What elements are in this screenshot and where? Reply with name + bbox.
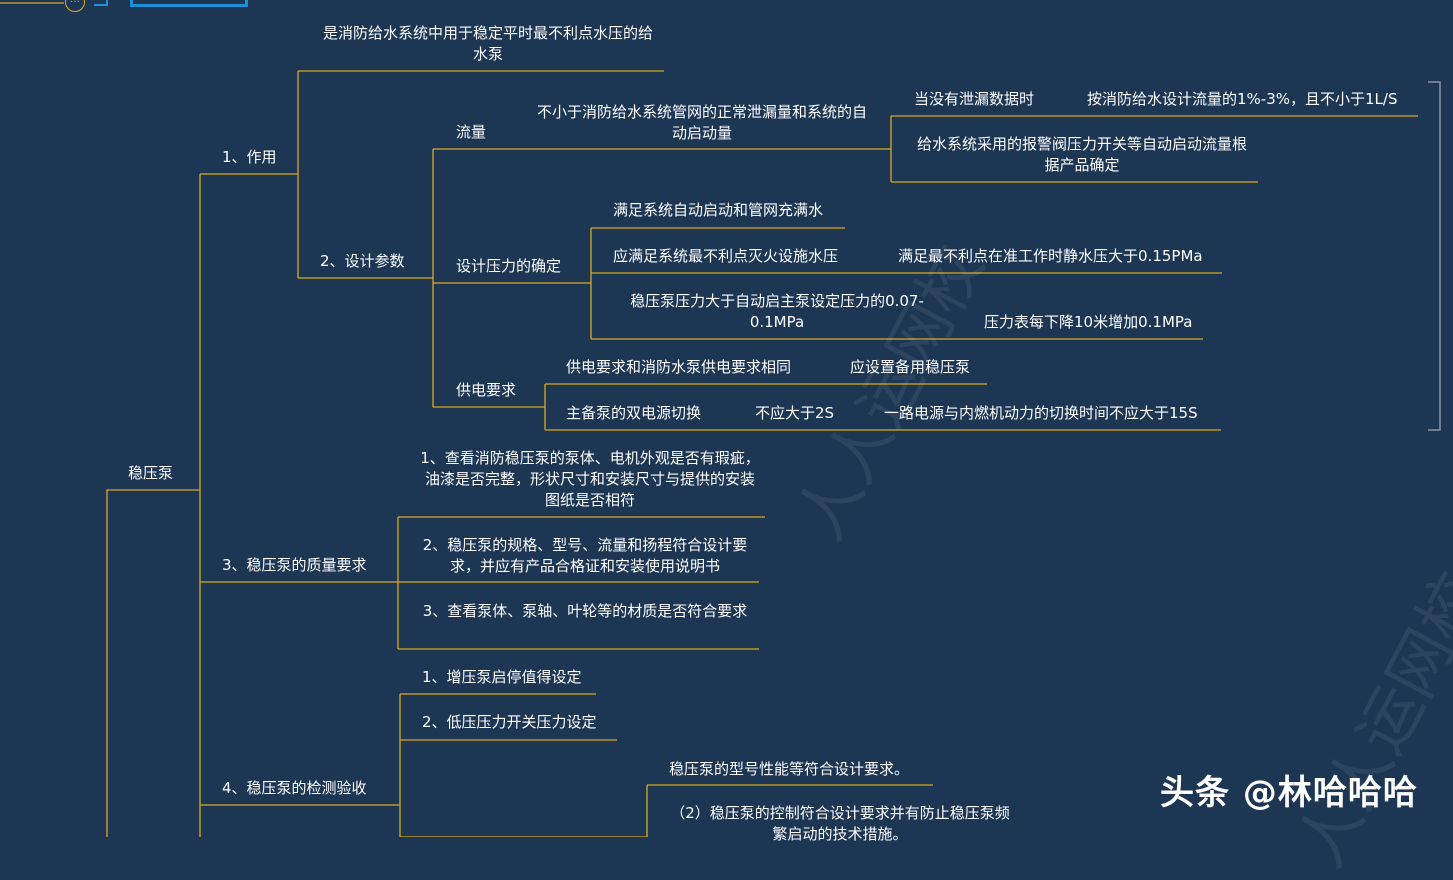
node-pressure-item3[interactable]: 稳压泵压力大于自动启主泵设定压力的0.07-0.1MPa [630, 292, 924, 331]
node-acceptance-item1[interactable]: 1、增压泵启停值得设定 [422, 668, 582, 686]
node-quality[interactable]: 3、稳压泵的质量要求 [222, 556, 367, 574]
node-flow-desc[interactable]: 不小于消防给水系统管网的正常泄漏量和系统的自动启动量 [536, 103, 867, 142]
node-pressure-item2-detail[interactable]: 满足最不利点在准工作时静水压大于0.15PMa [898, 247, 1203, 265]
node-quality-item2[interactable]: 2、稳压泵的规格、型号、流量和扬程符合设计要求，并应有产品合格证和安装使用说明书 [422, 536, 748, 575]
node-pressure-item2[interactable]: 应满足系统最不利点灭火设施水压 [613, 247, 839, 265]
selection-bracket [94, 0, 108, 6]
node-acceptance-sub1[interactable]: 稳压泵的型号性能等符合设计要求。 [669, 760, 910, 778]
node-flow-alarm[interactable]: 给水系统采用的报警阀压力开关等自动启动流量根据产品确定 [916, 135, 1247, 174]
node-function[interactable]: 1、作用 [222, 148, 277, 166]
node-flow[interactable]: 流量 [456, 123, 487, 141]
node-pressure[interactable]: 设计压力的确定 [456, 257, 562, 275]
node-flow-leak-rule[interactable]: 按消防给水设计流量的1%-3%，且不小于1L/S [1087, 90, 1398, 108]
node-power-item2[interactable]: 主备泵的双电源切换 [566, 404, 702, 422]
node-acceptance[interactable]: 4、稳压泵的检测验收 [222, 779, 367, 797]
node-pressure-item3-detail[interactable]: 压力表每下降10米增加0.1MPa [984, 313, 1193, 331]
node-power-item1-detail[interactable]: 应设置备用稳压泵 [850, 358, 971, 376]
node-function-desc[interactable]: 是消防给水系统中用于稳定平时最不利点水压的给水泵 [322, 24, 653, 63]
connector-root [106, 489, 200, 837]
brand-watermark: 头条 @林哈哈哈 [1160, 773, 1418, 813]
node-quality-item3[interactable]: 3、查看泵体、泵轴、叶轮等的材质是否符合要求 [422, 602, 748, 620]
summary-bracket [1428, 81, 1441, 431]
node-acceptance-sub2[interactable]: （2）稳压泵的控制符合设计要求并有防止稳压泵频繁启动的技术措施。 [670, 804, 1010, 843]
node-pressure-item1[interactable]: 满足系统自动启动和管网充满水 [613, 201, 824, 219]
node-power[interactable]: 供电要求 [456, 381, 517, 399]
mindmap-connectors [0, 2, 1441, 837]
node-power-item2-detail[interactable]: 一路电源与内燃机动力的切换时间不应大于15S [884, 404, 1198, 422]
root-node[interactable]: 稳压泵 [128, 464, 174, 482]
node-power-item2-limit[interactable]: 不应大于2S [755, 404, 835, 422]
node-design-params[interactable]: 2、设计参数 [320, 252, 405, 270]
node-acceptance-item2[interactable]: 2、低压压力开关压力设定 [422, 713, 597, 731]
node-quality-item1[interactable]: 1、查看消防稳压泵的泵体、电机外观是否有瑕疵，油漆是否完整，形状尺寸和安装尺寸与… [420, 449, 760, 509]
selected-node-frame[interactable] [130, 0, 248, 7]
node-power-item1[interactable]: 供电要求和消防水泵供电要求相同 [566, 358, 792, 376]
node-flow-leak-case[interactable]: 当没有泄漏数据时 [914, 90, 1035, 108]
